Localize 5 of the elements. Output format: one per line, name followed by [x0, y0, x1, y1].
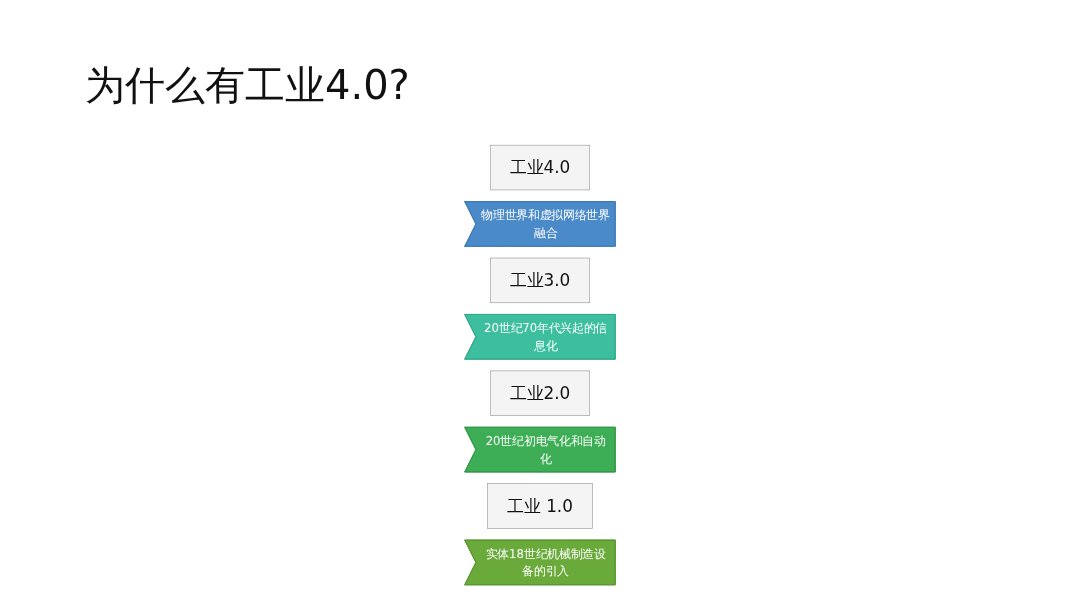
title: 为什么有工业4.0? — [85, 61, 410, 110]
node-box: 工业4.0 — [489, 144, 591, 191]
node-box: 工业 1.0 — [487, 483, 593, 529]
node-box: 工业3.0 — [489, 257, 591, 304]
node-box: 工业2.0 — [489, 370, 591, 416]
